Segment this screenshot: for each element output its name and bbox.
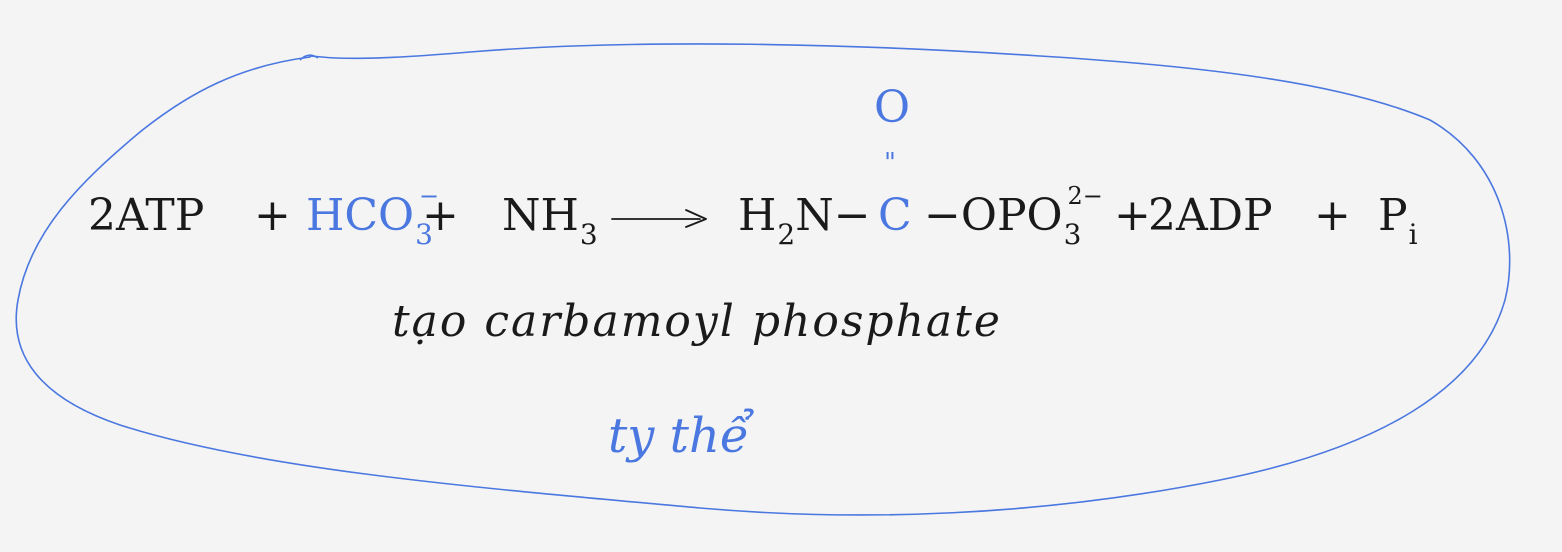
- plus-sign: +: [1114, 190, 1151, 241]
- note-text: ty thể: [608, 408, 750, 464]
- pi-base: P: [1378, 190, 1408, 241]
- ammonia-base: NH: [502, 190, 579, 241]
- reactant-atp: 2ATP: [88, 190, 205, 241]
- bicarbonate-charge: −: [418, 182, 440, 210]
- carbonyl-oxygen: O: [874, 82, 911, 133]
- plus-sign: +: [422, 190, 459, 241]
- bicarbonate-subscript: 3: [415, 218, 433, 251]
- reaction-arrow: [611, 209, 707, 228]
- reactant-bicarbonate: HCO3 −: [306, 182, 439, 251]
- loop-hook: [299, 54, 319, 61]
- product-adp: 2ADP: [1148, 190, 1273, 241]
- phosphate-subscript: 3: [1063, 218, 1082, 251]
- phosphate-charge: 2−: [1067, 182, 1103, 210]
- plus-sign: +: [254, 190, 291, 241]
- reactant-ammonia: NH3: [502, 190, 598, 251]
- plus-sign: +: [1314, 190, 1351, 241]
- caption-text: tạo carbamoyl phosphate: [392, 296, 1002, 347]
- amine-h: H: [738, 190, 777, 241]
- carbonyl-carbon: C: [878, 190, 912, 241]
- product-phosphate-tail: −OPO3 2−: [924, 182, 1103, 251]
- ammonia-subscript: 3: [579, 218, 598, 251]
- amine-rest: N−: [795, 190, 871, 241]
- product-inorganic-phosphate: Pi: [1378, 190, 1418, 251]
- amine-subscript: 2: [777, 218, 796, 251]
- pi-subscript: i: [1408, 218, 1418, 251]
- product-amine-group: H2N−: [738, 190, 871, 251]
- loop-path: [15, 43, 1511, 516]
- phosphate-base: −OPO: [924, 190, 1063, 241]
- bicarbonate-base: HCO: [306, 190, 415, 241]
- double-bond-mark: ": [884, 148, 896, 178]
